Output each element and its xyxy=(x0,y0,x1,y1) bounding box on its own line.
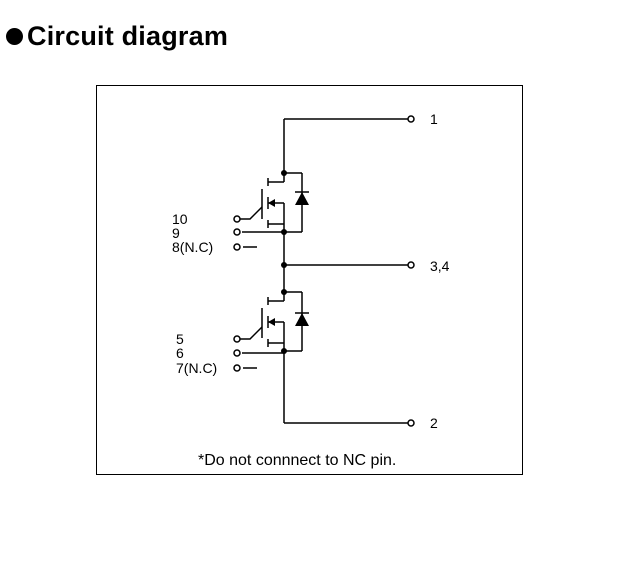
gate-wire xyxy=(240,326,263,340)
label-pin-5: 5 xyxy=(176,331,184,347)
terminal-3-4 xyxy=(407,261,415,269)
pin-7-terminal xyxy=(233,364,241,372)
label-pin-2: 2 xyxy=(430,415,438,431)
bullet-icon xyxy=(6,27,23,45)
upper-mosfet xyxy=(233,170,309,251)
label-pin-1: 1 xyxy=(430,111,438,127)
mosfet-arrow-icon xyxy=(268,199,275,207)
terminal-1 xyxy=(407,115,415,123)
lower-mosfet xyxy=(233,262,309,372)
gate-wire xyxy=(240,206,263,220)
pin-9-terminal xyxy=(233,228,241,236)
pin-labels: 1 3,4 2 10 9 8(N.C) 5 6 7(N.C) *Do not c… xyxy=(172,111,450,469)
terminal-2 xyxy=(407,419,415,427)
junction-dot xyxy=(281,170,287,176)
nc-pin-note: *Do not connnect to NC pin. xyxy=(198,452,396,469)
title-text: Circuit diagram xyxy=(27,20,229,51)
main-rails xyxy=(283,118,408,424)
diode-triangle-icon xyxy=(295,192,309,205)
circuit-frame xyxy=(96,85,523,475)
pin-5-terminal xyxy=(233,335,241,343)
output-terminals xyxy=(407,115,415,427)
label-pin-3-4: 3,4 xyxy=(430,258,450,274)
diode-triangle-icon xyxy=(295,313,309,326)
label-pin-8: 8(N.C) xyxy=(172,239,213,255)
mosfet-arrow-icon xyxy=(268,318,275,326)
label-pin-10: 10 xyxy=(172,211,188,227)
junction-dot xyxy=(281,289,287,295)
pin-6-terminal xyxy=(233,349,241,357)
junction-dot xyxy=(281,262,287,268)
pin-10-terminal xyxy=(233,215,241,223)
label-pin-9: 9 xyxy=(172,225,180,241)
page-title: Circuit diagram xyxy=(6,18,228,54)
label-pin-7: 7(N.C) xyxy=(176,360,217,376)
label-pin-6: 6 xyxy=(176,345,184,361)
pin-8-terminal xyxy=(233,243,241,251)
